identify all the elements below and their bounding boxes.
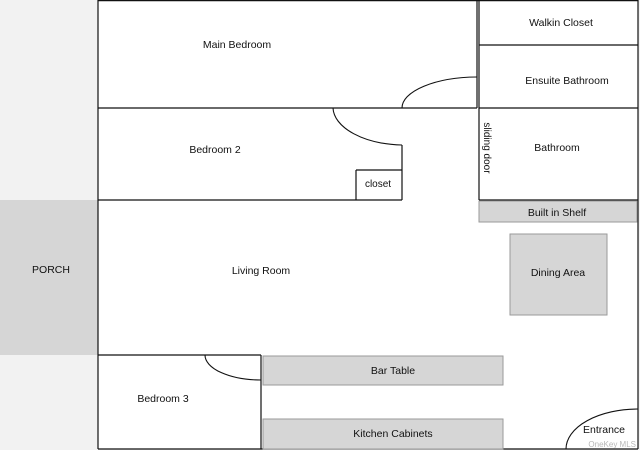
bar-table-label: Bar Table [371,365,415,377]
dining-area-table [509,233,608,316]
kitchen-cabinets [262,418,504,450]
ensuite-bathroom-label: Ensuite Bathroom [525,75,609,87]
ensuite-door-swing [401,76,478,109]
bathroom-label: Bathroom [534,142,580,154]
watermark: OneKey MLS [588,440,636,449]
door-swings [204,76,639,450]
porch-label: PORCH [32,264,70,276]
entrance-door-swing [565,408,639,450]
bedroom-3-label: Bedroom 3 [137,393,189,405]
interior-walls [98,0,638,449]
dining-area-label: Dining Area [531,267,585,279]
main-bedroom-label: Main Bedroom [203,39,272,51]
built-in-shelf-label: Built in Shelf [528,207,586,219]
fixtures [262,200,638,450]
built-in-shelf [478,200,638,223]
entrance-label: Entrance [583,424,625,436]
bedroom-3-door-swing [204,354,262,381]
living-room-label: Living Room [232,265,291,277]
room-labels: Main Bedroom Walkin Closet Ensuite Bathr… [32,17,625,440]
porch-area [0,200,98,355]
walkin-closet-label: Walkin Closet [529,17,593,29]
bedroom-2-door-swing [332,107,403,146]
bar-table [262,355,504,386]
closet-label: closet [365,179,391,190]
kitchen-cabinets-label: Kitchen Cabinets [353,428,432,440]
outer-walls [97,0,639,450]
sliding-door-label: sliding door [481,122,492,174]
bedroom-2-label: Bedroom 2 [189,144,241,156]
